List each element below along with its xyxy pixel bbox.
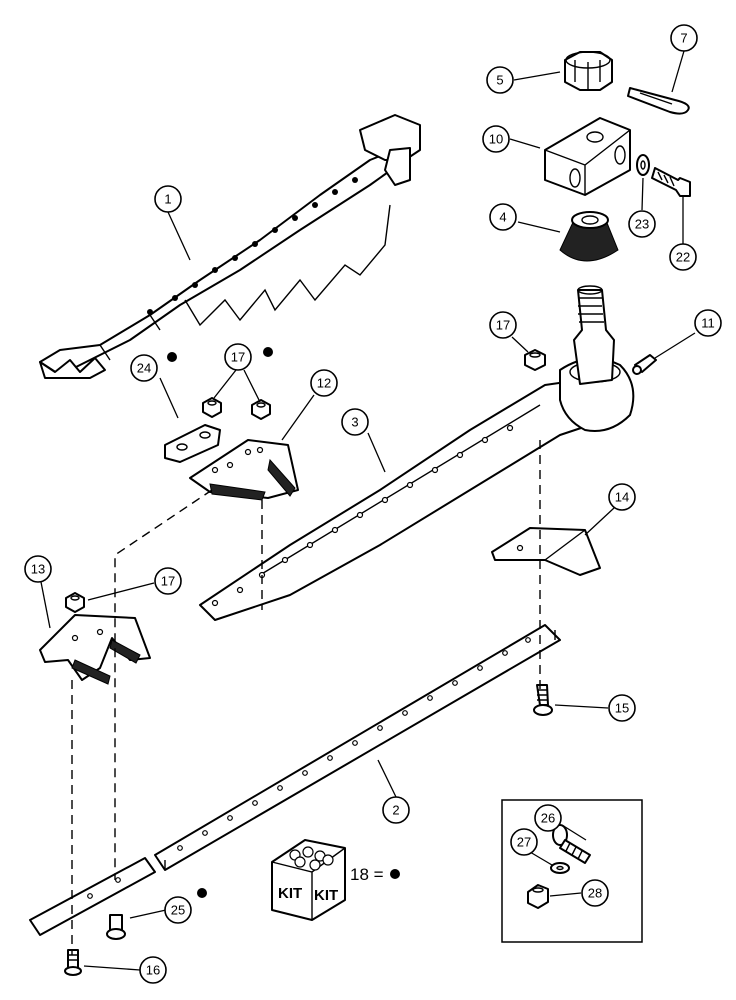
grease-fitting-part <box>632 354 657 375</box>
svg-text:25: 25 <box>171 903 185 918</box>
knife-back-segment-part <box>29 857 156 936</box>
nut-part-right <box>524 349 546 371</box>
callout-26: 26 <box>534 804 562 832</box>
callout-7: 7 <box>670 24 698 52</box>
svg-text:15: 15 <box>615 701 629 716</box>
castle-nut-part <box>564 51 613 91</box>
callout-13: 13 <box>24 555 52 583</box>
svg-text:24: 24 <box>137 361 151 376</box>
kit-dot-icon <box>263 347 273 357</box>
bolt-25-part <box>106 914 126 940</box>
callout-27: 27 <box>510 828 538 856</box>
bolt-16-part <box>64 949 82 976</box>
svg-text:7: 7 <box>680 31 687 46</box>
bushing-part <box>559 211 619 262</box>
inset-washer-part <box>550 862 570 874</box>
knife-tip-section-part <box>39 614 151 685</box>
kit-legend-text: 18 = <box>350 865 384 884</box>
callout-17c: 17 <box>154 567 182 595</box>
svg-text:27: 27 <box>517 835 531 850</box>
callout-5: 5 <box>486 66 514 94</box>
kit-label-right: KIT <box>314 887 338 904</box>
bolt-part <box>651 167 691 197</box>
pitman-arm-part <box>199 285 635 621</box>
inset-bolt-part <box>552 824 591 864</box>
svg-text:4: 4 <box>499 210 506 225</box>
svg-text:28: 28 <box>588 886 602 901</box>
callout-2: 2 <box>382 796 410 824</box>
svg-text:5: 5 <box>496 73 503 88</box>
callout-25: 25 <box>164 896 192 924</box>
knife-assembly-part <box>39 114 421 379</box>
inset-box <box>501 799 643 943</box>
svg-text:3: 3 <box>351 415 358 430</box>
callout-28: 28 <box>581 879 609 907</box>
svg-text:10: 10 <box>489 132 503 147</box>
svg-text:14: 14 <box>615 490 629 505</box>
callout-3: 3 <box>341 408 369 436</box>
svg-text:17: 17 <box>231 350 245 365</box>
callout-14: 14 <box>608 483 636 511</box>
nut-part-left <box>65 592 85 613</box>
callout-24: 24 <box>130 354 158 382</box>
callout-17a: 17 <box>224 343 252 371</box>
knife-section-part <box>189 439 299 501</box>
nut-part-pair <box>202 397 271 420</box>
block-part <box>544 117 631 196</box>
link-plate-part <box>164 424 221 463</box>
inset-nut-part <box>527 884 549 909</box>
callout-17b: 17 <box>489 311 517 339</box>
svg-text:17: 17 <box>496 318 510 333</box>
callout-23: 23 <box>628 210 656 238</box>
knife-back-part <box>154 624 561 871</box>
svg-text:13: 13 <box>31 562 45 577</box>
svg-text:12: 12 <box>317 376 331 391</box>
kit-dot-icon <box>167 352 177 362</box>
callout-12: 12 <box>310 369 338 397</box>
svg-text:17: 17 <box>161 574 175 589</box>
wear-plate-part <box>491 527 601 576</box>
leader-lines <box>40 50 696 971</box>
kit-legend-dot-icon <box>390 869 400 879</box>
svg-text:22: 22 <box>676 250 690 265</box>
svg-text:11: 11 <box>701 316 715 331</box>
alignment-lines <box>71 440 541 955</box>
callout-15: 15 <box>608 694 636 722</box>
callout-16: 16 <box>139 956 167 984</box>
kit-label-left: KIT <box>278 885 302 902</box>
svg-text:16: 16 <box>146 963 160 978</box>
callout-4: 4 <box>489 203 517 231</box>
callout-11: 11 <box>694 309 722 337</box>
kit-box: KIT KIT <box>271 839 346 921</box>
bolt-15-part <box>533 684 553 716</box>
callout-22: 22 <box>669 243 697 271</box>
svg-text:1: 1 <box>164 192 171 207</box>
svg-text:26: 26 <box>541 811 555 826</box>
svg-text:23: 23 <box>635 217 649 232</box>
cotter-pin-part <box>627 87 690 115</box>
callout-10: 10 <box>482 125 510 153</box>
washer-part <box>636 154 650 176</box>
callout-1: 1 <box>154 185 182 213</box>
kit-dot-icon <box>197 888 207 898</box>
svg-text:2: 2 <box>392 803 399 818</box>
